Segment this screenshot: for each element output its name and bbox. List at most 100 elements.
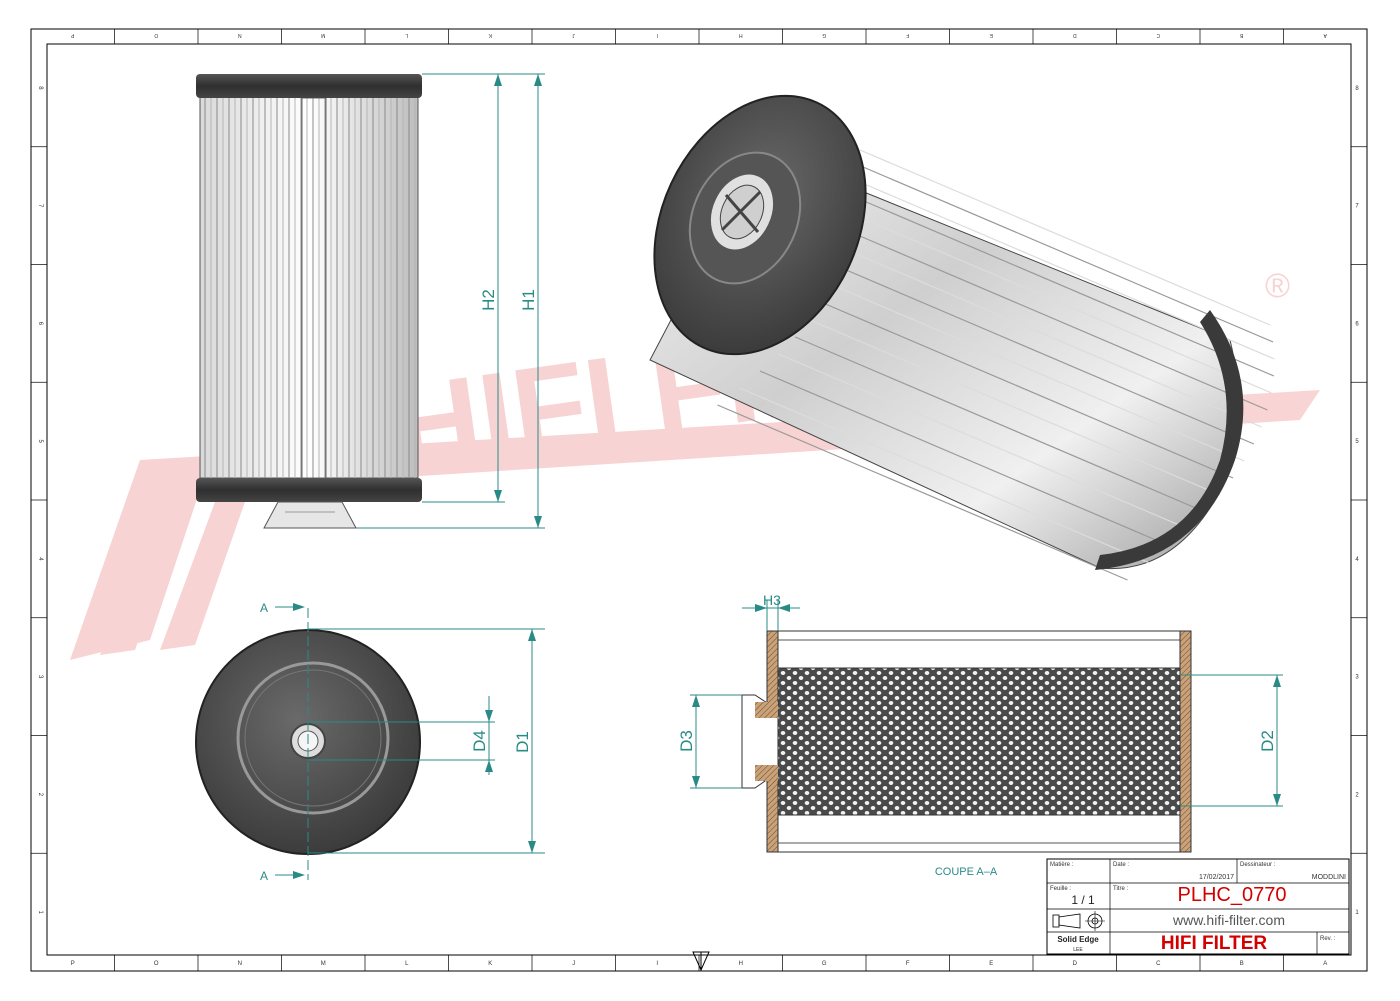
border-number-left: 2 [37,793,43,797]
watermark-registered-mark: ® [1265,267,1290,305]
section-view: D3 D2 H3 COUPE A–A [677,592,1283,878]
titre-label: Titre : [1113,886,1128,892]
border-number-left: 8 [37,86,43,90]
company-name: HIFI FILTER [1161,933,1268,954]
height-dimensions: H2 H1 [356,73,545,529]
website: www.hifi-filter.com [1172,912,1285,928]
iso-cross-rib-2 [720,190,762,232]
border-number-right: 2 [1355,792,1359,798]
border-letter-top: K [488,32,492,38]
part-number: PLHC_0770 [1178,884,1287,906]
border-letter-top: P [70,32,74,38]
border-number-left: 6 [37,322,43,326]
border-letter-top: E [989,32,993,38]
rev-label: Rev. : [1320,936,1336,942]
border-number-right: 5 [1355,439,1359,445]
end-view: D1 D4 A A [195,601,545,883]
iso-cross-rib-1 [724,194,760,233]
border-letter-top: H [739,32,743,38]
border-letter-bottom: K [488,961,492,967]
border-letter-top: O [154,32,158,38]
section-bottom-media [777,814,1181,844]
border-number-right: 7 [1355,204,1359,210]
border-number-right: 3 [1355,675,1359,681]
outlet-spigot [263,501,357,529]
border-letter-bottom: J [572,961,575,967]
d3-label: D3 [677,730,696,752]
border-letter-bottom: O [154,961,159,967]
border-letter-bottom: L [405,961,409,967]
border-letter-bottom: N [238,961,242,967]
border-letter-top: A [1323,32,1327,38]
border-letter-top: M [321,32,325,38]
projection-symbol [1052,911,1105,931]
h2-label: H2 [479,289,498,311]
border-number-right: 4 [1355,557,1359,563]
border-letter-bottom: M [321,961,326,967]
section-spigot-wall-top [755,702,778,718]
border-letter-bottom: C [1156,961,1161,967]
render-mode: Solid Edge [1057,935,1099,944]
section-right-cap [1179,630,1192,853]
section-top-media [777,639,1181,669]
border-number-left: 4 [37,557,43,561]
date-value: 17/02/2017 [1199,874,1234,881]
front-elevation-view [196,74,422,529]
border-letter-bottom: B [1240,961,1244,967]
border-letter-bottom: D [1073,961,1078,967]
border-number-right: 8 [1355,86,1359,92]
section-spigot-wall-bottom [755,765,778,781]
border-letter-bottom: H [739,961,743,967]
render-sub: LEE [1073,947,1083,953]
dessinateur-value: MODDLINI [1312,874,1346,881]
border-letter-top: F [906,32,909,38]
title-block: Matière : Date : 17/02/2017 Dessinateur … [1046,858,1350,955]
border-number-right: 1 [1355,910,1359,916]
feuille-value: 1 / 1 [1071,893,1095,907]
iso-bottom-rim [1095,310,1244,570]
d1-label: D1 [513,731,532,753]
d4-label: D4 [470,730,489,752]
border-letter-bottom: F [906,961,910,967]
border-letter-top: B [1239,32,1243,38]
pleat-lines [204,97,416,479]
border-letter-top: I [657,32,658,38]
border-number-right: 6 [1355,321,1359,327]
isometric-view [649,94,1275,581]
border-zone-markers: P P O O N N M M L L K K J J I I H H G G F F E E D D C C B B A A 8 8 7 7 6 6 5 5… [31,29,1367,971]
h3-label: H3 [763,592,781,608]
border-letter-bottom: I [656,961,658,967]
iso-pleat-lines [717,149,1275,581]
border-letter-top: J [572,32,575,38]
border-letter-top: G [822,32,826,38]
bottom-end-cap [196,478,422,502]
perforated-core [777,667,1181,816]
border-letter-bottom: G [822,961,827,967]
border-letter-top: L [405,32,408,38]
end-cap-groove-outer [236,661,390,815]
date-label: Date : [1113,862,1129,868]
d2-label: D2 [1258,730,1277,752]
matiere-label: Matière : [1050,862,1074,868]
border-number-left: 5 [37,439,43,443]
section-marker-top: A [260,601,268,615]
pleated-media [199,95,419,479]
border-letter-bottom: E [989,961,993,967]
h1-label: H1 [519,289,538,311]
dessinateur-label: Dessinateur : [1240,862,1276,868]
section-marker-bottom: A [260,869,268,883]
section-caption: COUPE A–A [935,866,998,878]
title-block-frame [1046,858,1350,955]
border-letter-bottom: A [1323,961,1327,967]
end-cap-groove-inner [244,669,382,807]
border-letter-top: N [238,32,242,38]
border-letter-top: C [1156,32,1160,38]
border-number-left: 7 [37,204,43,208]
feuille-label: Feuille : [1050,886,1071,892]
border-letter-top: D [1073,32,1077,38]
border-number-left: 1 [37,910,43,914]
border-letter-bottom: P [71,961,75,967]
top-end-cap [196,74,422,98]
border-number-left: 3 [37,675,43,679]
